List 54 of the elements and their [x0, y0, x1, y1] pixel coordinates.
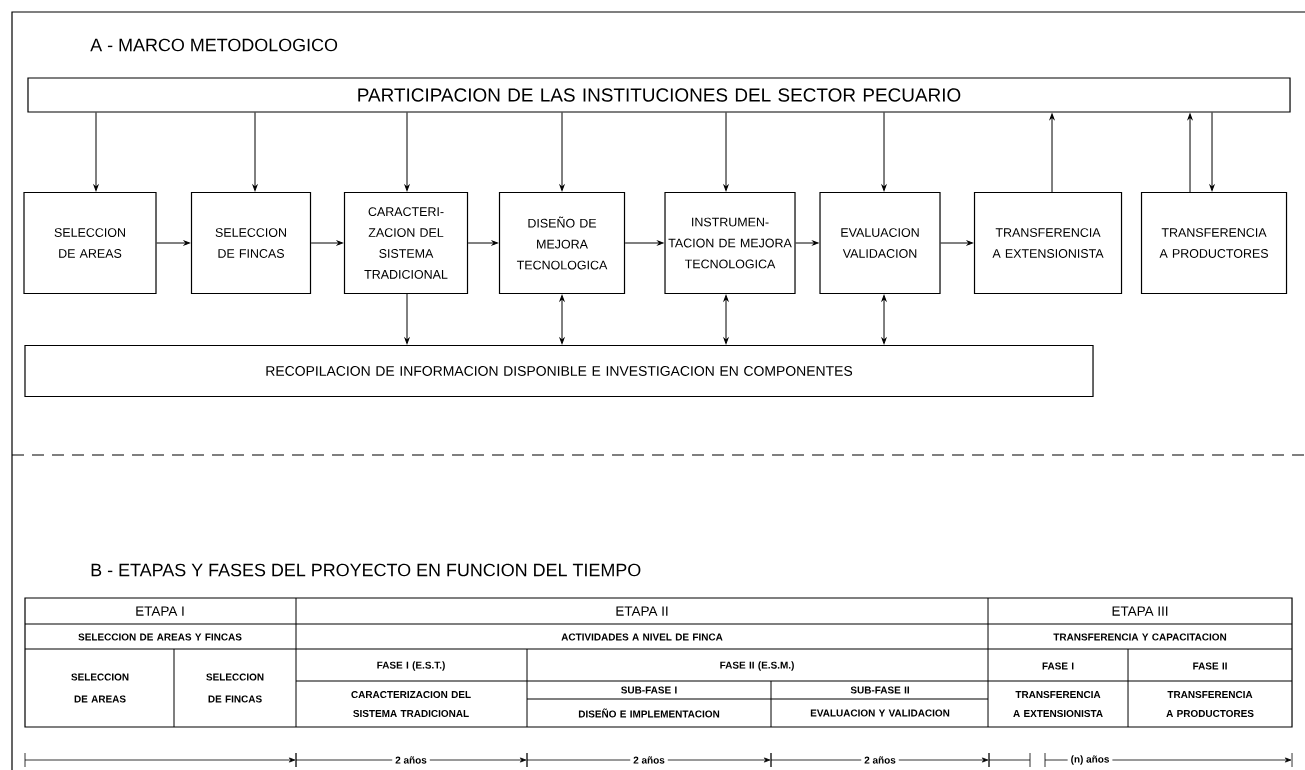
arrow — [881, 112, 887, 191]
arrow — [467, 240, 498, 246]
process-box: INSTRUMEN- TACION DE MEJORA TECNOLOGICA — [664, 191, 796, 295]
table-heading: ETAPA III — [1112, 606, 1168, 616]
table-entry: TRANSFERENCIA A PRODUCTORES — [1166, 691, 1254, 717]
table-heading: ETAPA I — [136, 606, 184, 616]
table-entry: FASE II — [1193, 662, 1227, 670]
arrow — [93, 112, 99, 191]
process-box: TRANSFERENCIA A EXTENSIONISTA — [973, 191, 1123, 295]
table-entry: FASE I — [1042, 662, 1074, 670]
table-heading: ETAPA II — [616, 606, 668, 616]
section-heading: B - ETAPAS Y FASES DEL PROYECTO EN FUNCION DEL TIEMPO — [91, 563, 641, 577]
arrow — [156, 240, 190, 246]
dimension-label: 2 años — [395, 756, 427, 764]
table-entry: ACTIVIDADES A NIVEL DE FINCA — [561, 633, 723, 641]
arrow — [881, 295, 887, 344]
table-entry: CARACTERIZACION DEL SISTEMA TRADICIONAL — [351, 691, 471, 717]
arrow — [404, 293, 410, 344]
arrow — [1049, 113, 1055, 193]
table-entry: SUB-FASE II — [850, 686, 909, 694]
arrow — [723, 295, 729, 344]
section-heading: A - MARCO METODOLOGICO — [90, 38, 338, 52]
process-box: SELECCION DE AREAS — [23, 191, 157, 295]
table-entry: TRANSFERENCIA Y CAPACITACION — [1053, 633, 1227, 641]
arrow — [795, 240, 819, 246]
arrow — [723, 112, 729, 191]
table-entry: DISEÑO E IMPLEMENTACION — [578, 708, 720, 718]
table-entry: FASE II (E.S.M.) — [720, 661, 794, 671]
arrow — [1209, 112, 1215, 191]
table-entry: FASE I (E.S.T.) — [377, 661, 445, 671]
table-entry: TRANSFERENCIA A EXTENSIONISTA — [1013, 691, 1103, 717]
arrow — [559, 112, 565, 191]
table-entry: SELECCION DE AREAS Y FINCAS — [78, 633, 242, 641]
dimension-label: 2 años — [633, 756, 665, 764]
arrow — [1187, 113, 1193, 193]
process-box: SELECCION DE FINCAS — [190, 191, 312, 295]
dimension-label: 2 años — [864, 756, 896, 764]
table-entry: EVALUACION Y VALIDACION — [810, 709, 950, 717]
process-box: CARACTERI- ZACION DEL SISTEMA TRADICIONAL — [343, 191, 469, 295]
table-entry: SELECCION DE AREAS — [71, 673, 129, 703]
dimension-label: (n) años — [1071, 755, 1109, 765]
banner-box: PARTICIPACION DE LAS INSTITUCIONES DEL SECTOR PECUARIO — [27, 77, 1291, 113]
table-entry: SUB-FASE I — [621, 686, 677, 694]
arrow — [252, 112, 258, 191]
arrow — [559, 295, 565, 344]
arrow — [310, 240, 343, 246]
process-box: TRANSFERENCIA A PRODUCTORES — [1140, 191, 1288, 295]
banner-box: RECOPILACION DE INFORMACION DISPONIBLE E INVESTIGACION EN COMPONENTES — [24, 344, 1094, 398]
arrow — [624, 240, 664, 246]
arrow — [404, 112, 410, 191]
table-entry: SELECCION DE FINCAS — [206, 673, 264, 703]
process-box: EVALUACION VALIDACION — [819, 191, 941, 295]
arrow — [940, 240, 973, 246]
process-box: DISEÑO DE MEJORA TECNOLOGICA — [498, 191, 626, 295]
